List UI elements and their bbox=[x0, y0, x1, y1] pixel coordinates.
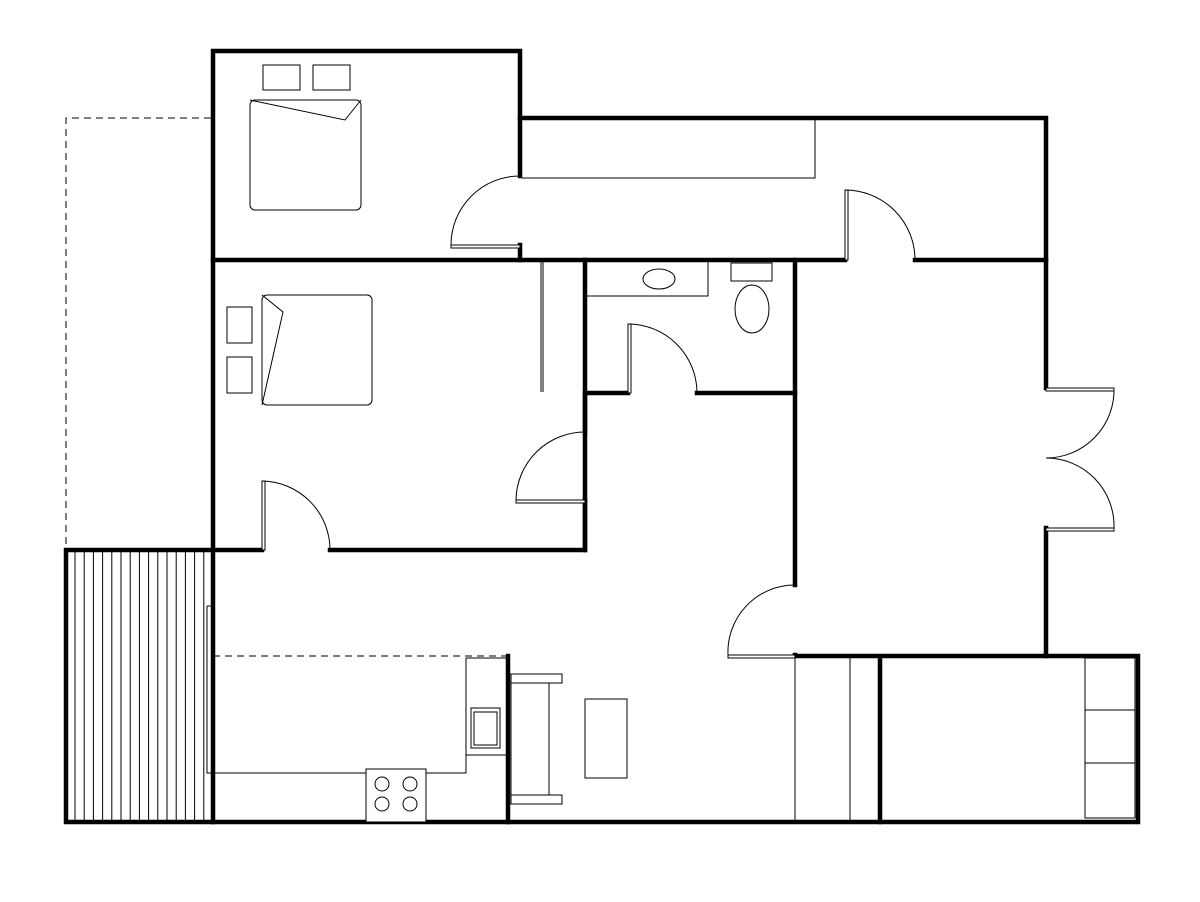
bedroom-closet-line bbox=[540, 262, 544, 392]
stair-lines bbox=[794, 658, 851, 820]
storage-shelves bbox=[1085, 709, 1135, 764]
sink-icon bbox=[470, 707, 501, 749]
door-icon[interactable] bbox=[515, 431, 586, 504]
door-icon[interactable] bbox=[844, 189, 916, 261]
bed-icon bbox=[249, 64, 362, 211]
door-icon[interactable] bbox=[261, 480, 331, 551]
kitchen-counter bbox=[213, 657, 506, 774]
bathroom-bottom-wall bbox=[582, 390, 798, 553]
patio-outline bbox=[65, 117, 211, 548]
closets bbox=[206, 120, 1136, 820]
door-icon[interactable] bbox=[1045, 387, 1115, 459]
door-icon[interactable] bbox=[627, 323, 698, 394]
stove-icon bbox=[365, 768, 427, 823]
table-icon bbox=[584, 698, 628, 779]
door-icon[interactable] bbox=[450, 175, 521, 249]
dashed-outlines bbox=[65, 117, 508, 657]
hallway-closet bbox=[522, 120, 816, 179]
door-icon[interactable] bbox=[1045, 457, 1115, 532]
doors bbox=[261, 175, 1115, 659]
deck-sliding-door bbox=[206, 605, 213, 774]
bed-icon bbox=[226, 294, 373, 406]
deck bbox=[74, 552, 205, 820]
storage-closet bbox=[1084, 657, 1136, 819]
bathroom-wall bbox=[792, 257, 1049, 825]
walls bbox=[63, 48, 1141, 825]
sink-icon bbox=[587, 262, 709, 297]
toilet-icon bbox=[730, 262, 773, 334]
sofa-icon bbox=[510, 673, 563, 805]
door-icon[interactable] bbox=[727, 584, 796, 659]
